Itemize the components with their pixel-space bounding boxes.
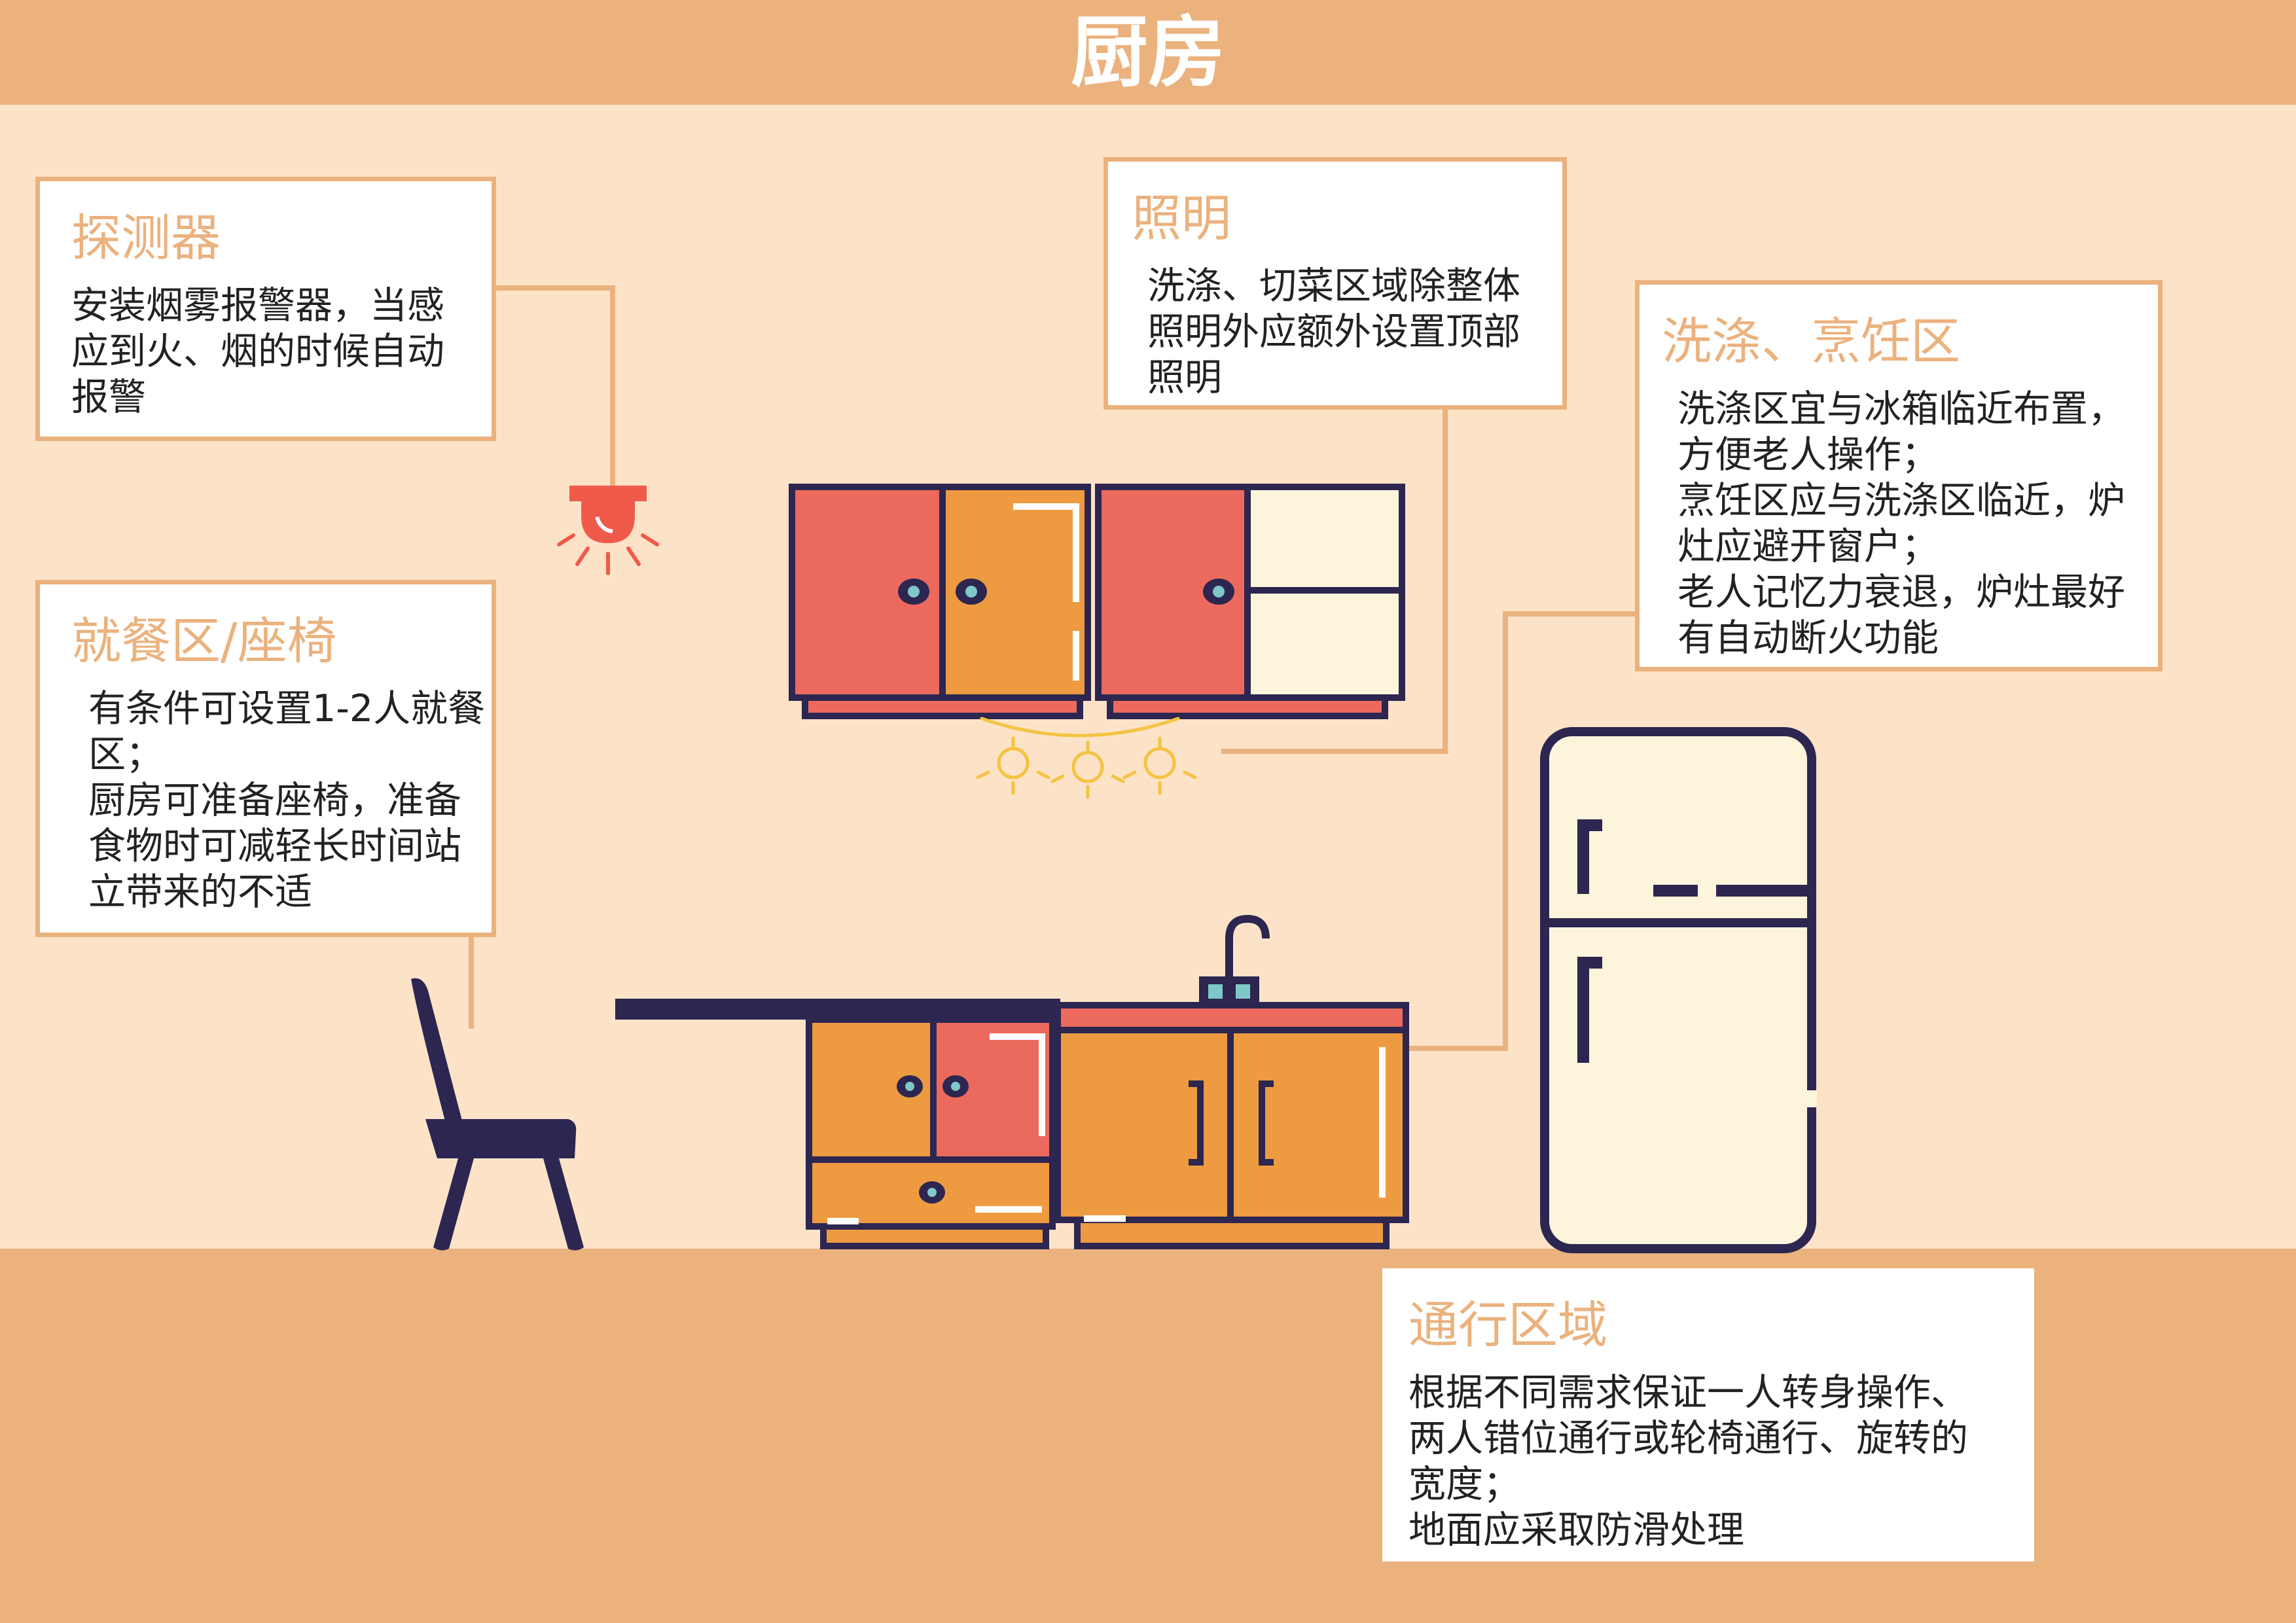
upper-cabinets [789,484,1405,719]
card-text-line: 有自动断火功能 [1677,616,1939,660]
card-text-line: 根据不同需求保证一人转身操作、 [1408,1371,1968,1415]
card-text-line: 照明 [1147,356,1222,400]
title-banner [0,0,2296,105]
card-text-line: 安装烟雾报警器，当感 [71,284,444,328]
card-text-line: 照明外应额外设置顶部 [1147,310,1520,354]
card-detector: 探测器 安装烟雾报警器，当感 应到火、烟的时候自动 报警 [35,177,496,441]
card-lighting-body: 洗涤、切菜区域除整体 照明外应额外设置顶部 照明 [1132,263,1536,401]
card-text-line: 有条件可设置1-2人就餐 [88,687,486,731]
card-text-line: 老人记忆力衰退，炉灶最好 [1677,571,2125,615]
chair [411,978,584,1251]
card-wash-cook-title: 洗涤、烹饪区 [1662,312,1960,370]
light-bulb-icon [976,717,1197,799]
faucet-icon [1199,914,1270,1005]
card-text-line: 洗涤、切菜区域除整体 [1147,264,1520,308]
card-text-line: 宽度； [1408,1463,1520,1507]
connector-wash [1407,611,1635,1051]
card-text-line: 厨房可准备座椅，准备 [88,779,461,823]
card-wash-cook-body: 洗涤区宜与冰箱临近布置， 方便老人操作； 烹饪区应与洗涤区临近，炉 灶应避开窗户… [1662,386,2132,661]
connector-lines [469,285,1635,1051]
card-passage-title: 通行区域 [1408,1296,1607,1354]
card-dining-title: 就餐区/座椅 [71,612,337,670]
card-dining-body: 有条件可设置1-2人就餐 区； 厨房可准备座椅，准备 食物时可减轻长时间站 立带… [71,686,486,915]
card-detector-body: 安装烟雾报警器，当感 应到火、烟的时候自动 报警 [71,283,465,420]
card-passage: 通行区域 根据不同需求保证一人转身操作、 两人错位通行或轮椅通行、旋转的 宽度；… [1382,1268,2034,1561]
card-detector-title: 探测器 [71,209,221,267]
card-text-line: 两人错位通行或轮椅通行、旋转的 [1408,1417,1968,1461]
connector-lighting [1221,410,1448,754]
card-text-line: 洗涤区宜与冰箱临近布置， [1677,387,2125,431]
countertop [615,999,1060,1020]
card-text-line: 报警 [71,376,146,419]
card-wash-cook: 洗涤、烹饪区 洗涤区宜与冰箱临近布置， 方便老人操作； 烹饪区应与洗涤区临近，炉… [1635,280,2162,671]
card-text-line: 应到火、烟的时候自动 [71,330,444,374]
card-passage-body: 根据不同需求保证一人转身操作、 两人错位通行或轮椅通行、旋转的 宽度； 地面应采… [1408,1370,2008,1553]
refrigerator [1540,727,1817,1253]
card-dining: 就餐区/座椅 有条件可设置1-2人就餐 区； 厨房可准备座椅，准备 食物时可减轻… [35,580,496,937]
page-title: 厨房 [1070,7,1225,98]
connector-detector [496,285,615,492]
card-text-line: 地面应采取防滑处理 [1408,1508,1744,1552]
card-text-line: 区； [88,733,163,777]
card-text-line: 食物时可减轻长时间站 [88,825,461,868]
card-lighting: 照明 洗涤、切菜区域除整体 照明外应额外设置顶部 照明 [1103,157,1567,410]
card-text-line: 方便老人操作； [1677,433,1939,477]
card-text-line: 烹饪区应与洗涤区临近，炉 [1677,479,2125,523]
smoke-detector-icon [557,486,659,575]
card-text-line: 立带来的不适 [88,870,312,914]
card-text-line: 灶应避开窗户； [1677,525,1939,569]
cabinet-knobs-upper [898,579,1234,605]
card-lighting-title: 照明 [1132,189,1231,247]
sink-cabinet [1054,1002,1409,1249]
cabinet-knobs-lower-left [897,1075,969,1204]
